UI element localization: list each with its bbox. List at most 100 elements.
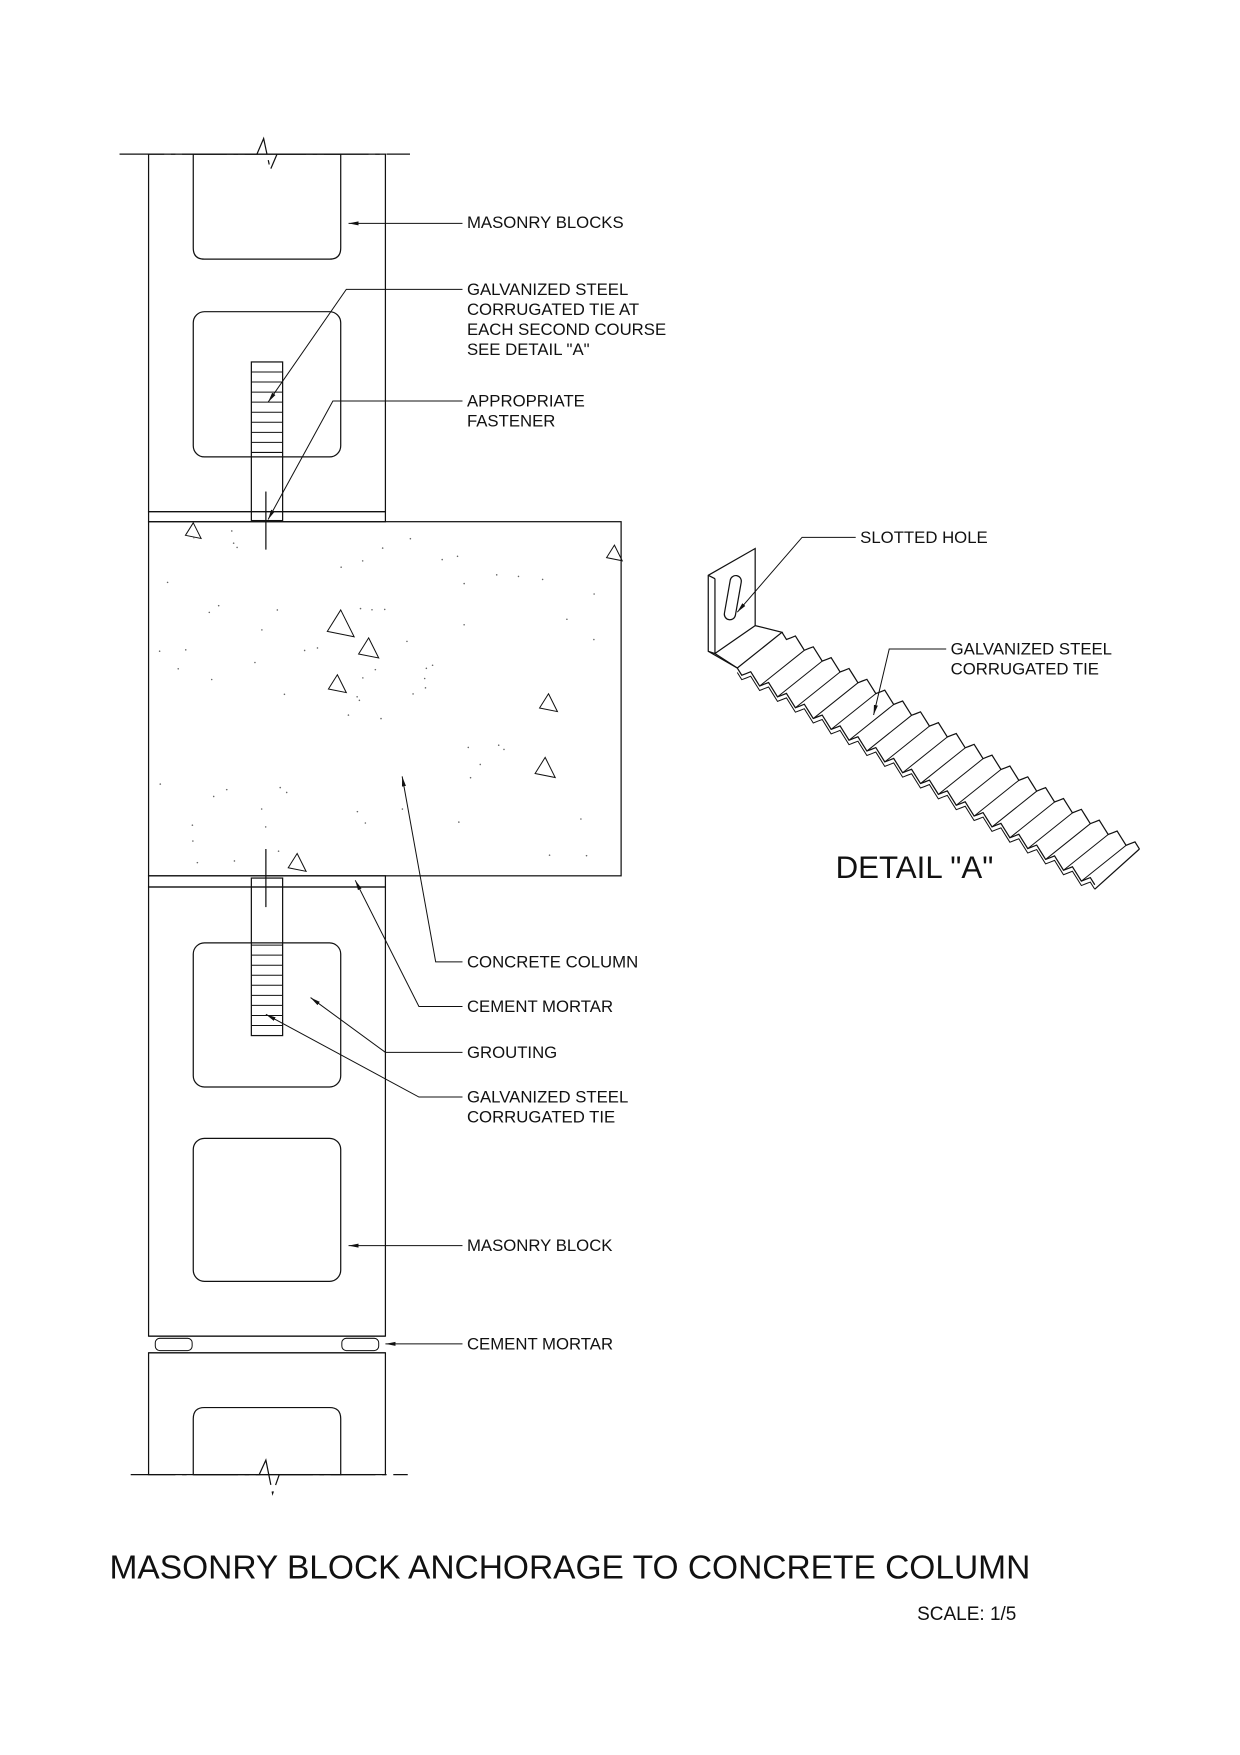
label-masonry-blocks: MASONRY BLOCKS bbox=[467, 213, 624, 232]
label-detail-tie: CORRUGATED TIE bbox=[951, 660, 1099, 679]
aggregate-dot bbox=[424, 687, 427, 689]
label-tie-top: SEE DETAIL "A" bbox=[467, 340, 590, 359]
aggregate-mark bbox=[357, 636, 380, 659]
tie-end bbox=[1094, 848, 1140, 890]
aggregate-dot bbox=[217, 604, 220, 607]
aggregate-mark bbox=[184, 521, 202, 540]
aggregate-dot bbox=[340, 566, 342, 568]
aggregate-mark bbox=[326, 608, 356, 638]
aggregate-dot bbox=[412, 693, 414, 695]
aggregate-dot bbox=[158, 650, 161, 652]
aggregate-dot bbox=[497, 744, 500, 747]
concrete-column bbox=[147, 521, 624, 877]
aggregate-dot bbox=[285, 791, 288, 794]
aggregate-dot bbox=[381, 547, 384, 549]
detail-a-bracket bbox=[707, 547, 1140, 890]
aggregate-dot bbox=[456, 555, 459, 558]
tie-edge bbox=[781, 631, 1140, 850]
grout-cell bbox=[192, 942, 342, 1088]
aggregate-dot bbox=[593, 593, 595, 595]
tie-rib bbox=[759, 649, 805, 687]
aggregate-dot bbox=[184, 649, 187, 651]
label-cement-mortar: CEMENT MORTAR bbox=[467, 997, 613, 1016]
aggregate-dot bbox=[225, 788, 228, 791]
corrugated-tie-upper bbox=[250, 361, 284, 550]
aggregate-dot bbox=[364, 822, 367, 824]
aggregate-dot bbox=[232, 542, 235, 544]
block-void-cell bbox=[192, 1406, 342, 1476]
tie-rib bbox=[973, 779, 1020, 817]
aggregate-dot bbox=[356, 696, 358, 698]
tie-rib bbox=[777, 660, 823, 698]
aggregate-dot bbox=[230, 530, 233, 532]
tie-rib bbox=[1045, 823, 1091, 860]
aggregate-dot bbox=[374, 668, 377, 671]
drawing-title: MASONRY BLOCK ANCHORAGE TO CONCRETE COLU… bbox=[109, 1549, 1030, 1586]
mortar-joint-bed bbox=[148, 1335, 386, 1354]
block-void-cell bbox=[192, 153, 342, 260]
detail-a-title: DETAIL "A" bbox=[836, 850, 994, 885]
aggregate-mark bbox=[287, 852, 307, 873]
aggregate-dot bbox=[316, 647, 319, 649]
tie-rib bbox=[955, 769, 1002, 806]
tie-rib bbox=[848, 704, 895, 741]
label-fastener: APPROPRIATE bbox=[467, 392, 585, 411]
label-tie-top: CORRUGATED TIE AT bbox=[467, 300, 639, 319]
aggregate-mark bbox=[534, 756, 557, 779]
aggregate-dot bbox=[371, 608, 373, 611]
aggregate-dot bbox=[548, 854, 551, 856]
grout-cell bbox=[192, 311, 342, 458]
aggregate-dot bbox=[467, 746, 470, 749]
aggregate-dot bbox=[479, 763, 482, 766]
aggregate-dot bbox=[347, 714, 350, 716]
tie-rib bbox=[830, 693, 877, 730]
aggregate-dot bbox=[423, 677, 426, 680]
drawing-scale: SCALE: 1/5 bbox=[917, 1604, 1016, 1625]
label-detail-tie: GALVANIZED STEEL bbox=[951, 640, 1112, 659]
aggregate-dot bbox=[580, 818, 582, 820]
aggregate-dot bbox=[566, 618, 568, 621]
aggregate-dot bbox=[383, 608, 386, 611]
aggregate-dot bbox=[192, 840, 194, 842]
tie-rib bbox=[938, 758, 984, 795]
aggregate-dot bbox=[208, 611, 211, 614]
tie-rib bbox=[902, 736, 948, 774]
aggregate-dot bbox=[401, 808, 404, 810]
aggregate-dot bbox=[458, 821, 460, 823]
label-tie-top: GALVANIZED STEEL bbox=[467, 280, 628, 299]
aggregate-dot bbox=[517, 575, 520, 578]
aggregate-dot bbox=[210, 678, 213, 681]
aggregate-dot bbox=[196, 861, 199, 864]
label-cement-mortar-bed: CEMENT MORTAR bbox=[467, 1334, 613, 1353]
aggregate-dot bbox=[193, 536, 195, 539]
label-tie-top: EACH SECOND COURSE bbox=[467, 320, 666, 339]
break-line-bottom bbox=[130, 1458, 408, 1496]
aggregate-dot bbox=[585, 854, 588, 857]
aggregate-dot bbox=[177, 668, 180, 670]
label-tie-bottom: CORRUGATED TIE bbox=[467, 1108, 615, 1127]
aggregate-dot bbox=[191, 824, 194, 826]
tie-rib bbox=[991, 790, 1037, 828]
aggregate-mark bbox=[538, 692, 559, 713]
aggregate-dot bbox=[380, 717, 382, 720]
label-concrete-column: CONCRETE COLUMN bbox=[467, 952, 638, 971]
aggregate-dot bbox=[409, 537, 412, 540]
masonry-block-lower bbox=[147, 886, 387, 1337]
tie-rib bbox=[1081, 844, 1127, 882]
aggregate-dot bbox=[159, 783, 162, 785]
aggregate-dot bbox=[362, 677, 364, 679]
aggregate-dot bbox=[279, 786, 282, 789]
aggregate-mark bbox=[605, 544, 624, 562]
block-void-cell bbox=[192, 1137, 342, 1282]
label-grouting: GROUTING bbox=[467, 1043, 557, 1062]
corrugated-tie-lower bbox=[250, 849, 284, 1037]
aggregate-dot bbox=[441, 558, 443, 561]
callout-labels: MASONRY BLOCKS GALVANIZED STEEL CORRUGAT… bbox=[467, 213, 666, 1354]
label-fastener: FASTENER bbox=[467, 412, 555, 431]
aggregate-dot bbox=[425, 667, 428, 670]
aggregate-dot bbox=[254, 661, 256, 664]
aggregate-dot bbox=[276, 609, 279, 611]
tie-rib bbox=[866, 714, 912, 752]
tie-rib bbox=[1027, 812, 1073, 849]
